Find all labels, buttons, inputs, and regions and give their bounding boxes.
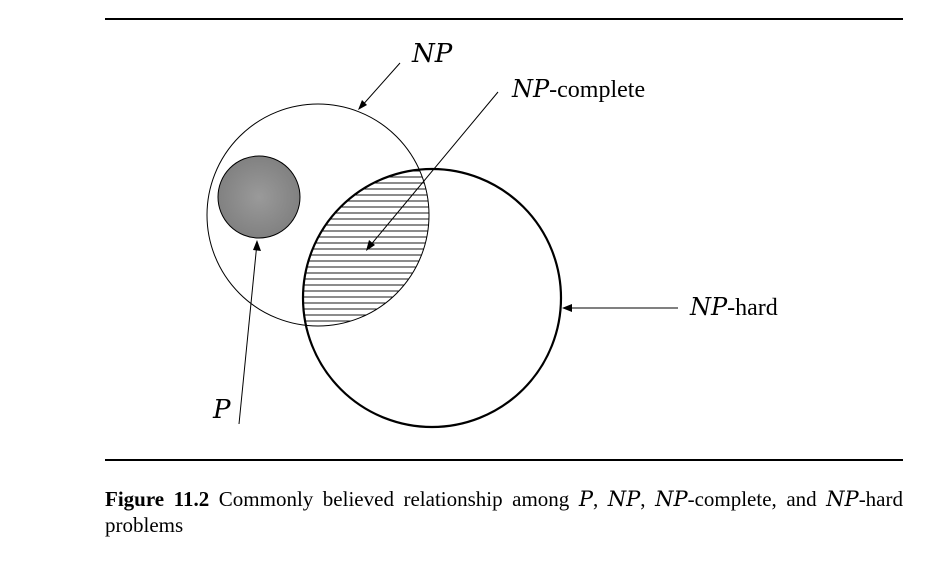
caption-np-complete: NP — [655, 487, 688, 511]
caption-text-2: -complete, and — [687, 487, 827, 511]
caption-np: NP — [607, 487, 641, 511]
figure-caption: Figure 11.2 Commonly believed relationsh… — [105, 486, 903, 538]
caption-p: P — [578, 487, 593, 511]
np-pointer-arrow — [358, 62, 401, 110]
p-circle — [217, 155, 301, 239]
figure-number: Figure 11.2 — [105, 487, 210, 511]
caption-sep-2: , — [640, 487, 656, 511]
np-complete-region — [303, 169, 429, 326]
np-hard-label: NP-hard — [689, 293, 778, 321]
p-pointer-arrow — [238, 240, 261, 425]
caption-text-3: -hard problems — [105, 487, 903, 537]
caption-sep-1: , — [592, 487, 608, 511]
caption-text-1: Commonly believed relationship among — [209, 487, 579, 511]
np-complete-label: NP-complete — [511, 75, 645, 103]
np-complete-pointer-arrow — [366, 91, 499, 251]
caption-np-hard: NP — [826, 487, 859, 511]
p-label: P — [212, 395, 231, 425]
np-label: NP — [411, 39, 453, 69]
np-hard-circle — [301, 167, 563, 429]
np-circle — [206, 103, 430, 327]
np-hard-pointer-arrow — [562, 304, 678, 312]
